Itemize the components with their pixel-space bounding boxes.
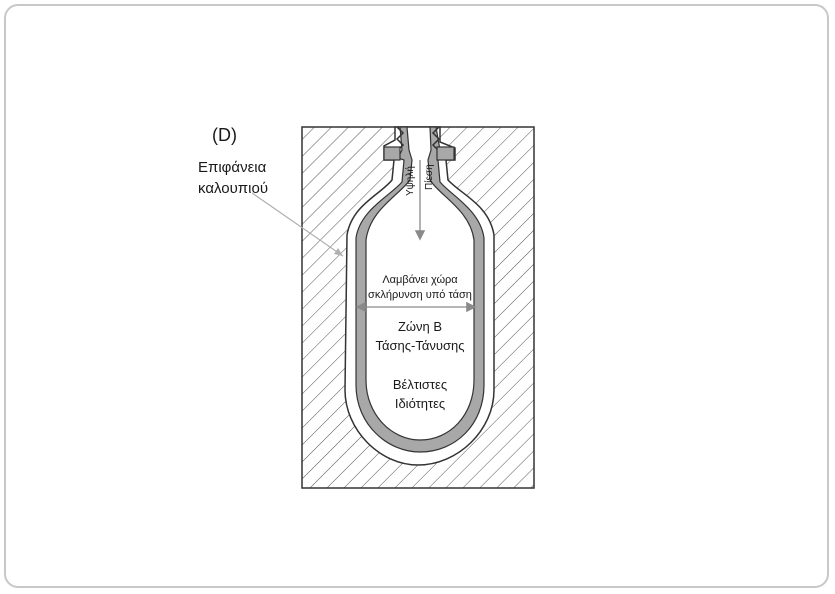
label-d: (D) bbox=[212, 125, 237, 145]
leader-arrow-head bbox=[334, 248, 343, 256]
label-pressure: Πίεση bbox=[423, 164, 435, 190]
label-stretch-line1: Λαμβάνει χώρα bbox=[382, 274, 458, 286]
label-zone-line2: Τάσης-Τάνυσης bbox=[375, 338, 464, 353]
neck-thread bbox=[395, 126, 405, 152]
label-stretch-line2: σκλήρυνση υπό τάση bbox=[368, 289, 472, 301]
label-optimal-line1: Βέλτιστες bbox=[393, 377, 447, 392]
label-high: Υψηλή bbox=[404, 166, 416, 196]
label-surface-line2: καλουπιού bbox=[198, 180, 268, 197]
label-surface-line1: Επιφάνεια bbox=[198, 159, 267, 176]
neck-thread bbox=[431, 126, 441, 152]
neck-flange-left bbox=[383, 146, 401, 161]
label-optimal-line2: Ιδιότητες bbox=[395, 396, 445, 411]
neck-flange-right bbox=[436, 146, 455, 161]
label-zone-line1: Ζώνη Β bbox=[398, 319, 442, 334]
leader-line bbox=[251, 192, 344, 257]
bottle-wall bbox=[355, 126, 485, 453]
mold-cavity bbox=[344, 126, 495, 466]
